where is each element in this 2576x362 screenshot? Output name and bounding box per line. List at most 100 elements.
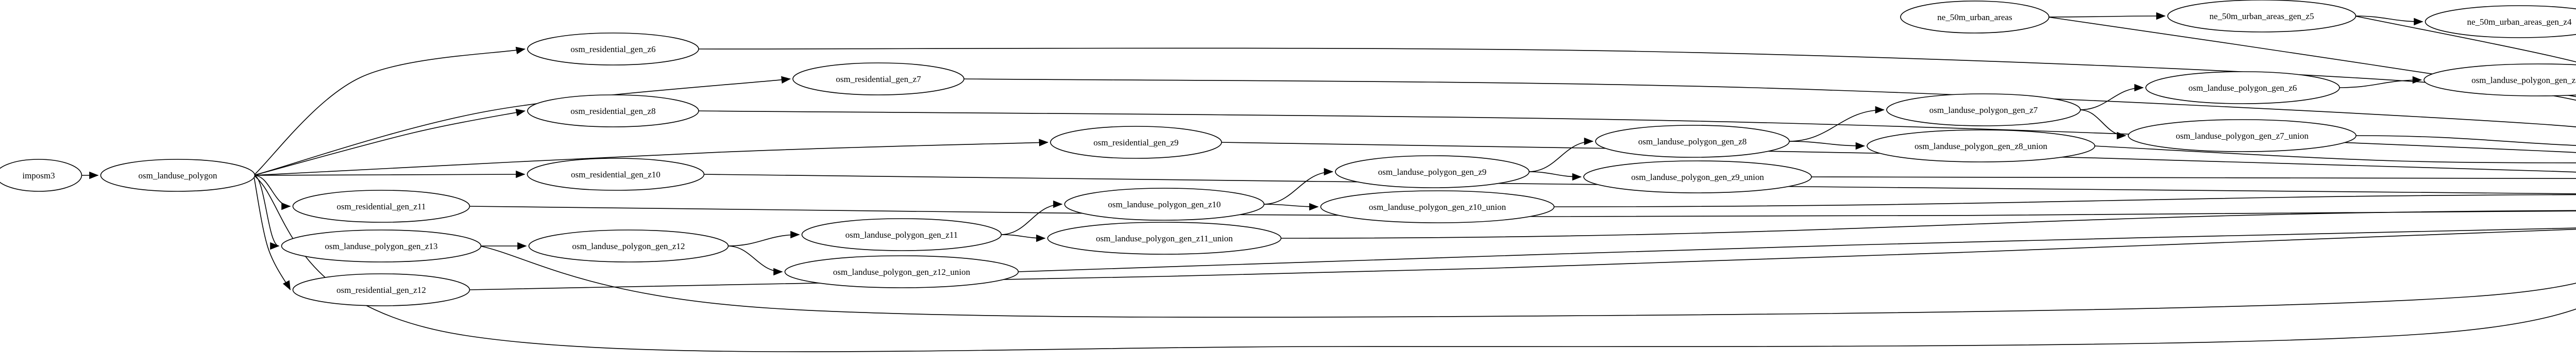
edge-gen_z11-gen_z10: [1000, 200, 1063, 235]
node-res_z7-label: osm_residential_gen_z7: [836, 74, 921, 84]
nodes-layer: imposm3 osm_landuse_polygon osm_residentia…: [0, 0, 2576, 306]
node-ne_z4: ne_50m_urban_areas_gen_z4: [2425, 5, 2576, 38]
edge-landuse-res_z12: [253, 175, 291, 290]
edge-landuse-row-z14+: [253, 175, 2576, 352]
node-union_z11-shape: [1047, 222, 1282, 255]
node-res_z12-label: osm_residential_gen_z12: [336, 285, 426, 295]
edge-ne_z5-row-z5: [2354, 15, 2576, 62]
node-landuse: osm_landuse_polygon: [100, 159, 256, 192]
node-gen_z11-shape: [801, 218, 1002, 251]
node-gen_z9-shape: [1335, 155, 1530, 188]
node-gen_z12: osm_landuse_polygon_gen_z12: [528, 229, 729, 262]
node-union_z12: osm_landuse_polygon_gen_z12_union: [784, 255, 1019, 288]
edge-gen_z7-union_z7: [2079, 109, 2126, 140]
edge-gen_z9-union_z9: [1528, 171, 1582, 181]
node-gen_z10: osm_landuse_polygon_gen_z10: [1064, 188, 1265, 221]
edge-landuse-gen_z13: [253, 175, 280, 250]
edge-landuse-res_z11: [253, 175, 291, 210]
edge-union_z10-row-z10: [1553, 194, 2576, 207]
node-union_z6-shape: [2424, 63, 2576, 96]
node-res_z10-shape: [527, 158, 705, 191]
node-union_z7: osm_landuse_polygon_gen_z7_union: [2128, 119, 2357, 152]
node-gen_z11: osm_landuse_polygon_gen_z11: [801, 218, 1002, 251]
node-union_z10-shape: [1320, 190, 1555, 223]
node-ne_z5: ne_50m_urban_areas_gen_z5: [2167, 0, 2357, 32]
node-union_z10: osm_landuse_polygon_gen_z10_union: [1320, 190, 1555, 223]
node-imposm3: imposm3: [0, 159, 82, 192]
node-gen_z13-label: osm_landuse_polygon_gen_z13: [325, 241, 437, 251]
node-union_z8-shape: [1867, 129, 2095, 162]
node-union_z7-label: osm_landuse_polygon_gen_z7_union: [2176, 131, 2309, 141]
edge-gen_z9-gen_z8: [1528, 137, 1594, 172]
node-res_z7: osm_residential_gen_z7: [792, 62, 964, 95]
node-res_z10: osm_residential_gen_z10: [527, 158, 705, 191]
node-res_z8-label: osm_residential_gen_z8: [570, 106, 655, 116]
node-res_z9: osm_residential_gen_z9: [1050, 126, 1222, 159]
node-res_z8: osm_residential_gen_z8: [527, 94, 699, 127]
node-gen_z12-label: osm_landuse_polygon_gen_z12: [572, 241, 685, 251]
node-ne_z4-shape: [2425, 5, 2576, 38]
edge-gen_z12-union_z12: [727, 245, 783, 276]
node-ne_areas: ne_50m_urban_areas: [1900, 1, 2049, 34]
edge-landuse-res_z7: [253, 76, 791, 176]
node-gen_z7-label: osm_landuse_polygon_gen_z7: [1929, 105, 2038, 115]
node-union_z6-label: osm_landuse_polygon_gen_z6_union: [2471, 75, 2576, 85]
node-gen_z11-label: osm_landuse_polygon_gen_z11: [845, 230, 958, 240]
edge-res_z9-row-z9: [1220, 142, 2576, 173]
node-ne_z4-label: ne_50m_urban_areas_gen_z4: [2467, 17, 2572, 27]
node-gen_z12-shape: [528, 229, 729, 262]
node-gen_z8: osm_landuse_polygon_gen_z8: [1595, 125, 1790, 158]
node-union_z9-shape: [1583, 160, 1812, 193]
edge-landuse-res_z10: [253, 170, 526, 178]
node-res_z7-shape: [792, 62, 964, 95]
node-res_z9-label: osm_residential_gen_z9: [1093, 138, 1178, 147]
edge-union_z12-row-z12: [1017, 227, 2576, 272]
edge-gen_z12-gen_z11: [727, 231, 800, 246]
node-gen_z10-shape: [1064, 188, 1265, 221]
node-union_z9: osm_landuse_polygon_gen_z9_union: [1583, 160, 1812, 193]
node-gen_z8-shape: [1595, 125, 1790, 158]
node-gen_z6-label: osm_landuse_polygon_gen_z6: [2189, 83, 2297, 93]
node-union_z6: osm_landuse_polygon_gen_z6_union: [2424, 63, 2576, 96]
node-union_z8-label: osm_landuse_polygon_gen_z8_union: [1914, 141, 2047, 151]
node-union_z7-shape: [2128, 119, 2357, 152]
edge-union_z9-row-z9: [1810, 176, 2576, 179]
node-gen_z13: osm_landuse_polygon_gen_z13: [281, 229, 482, 262]
edge-res_z11-row-z11: [468, 206, 2576, 217]
node-res_z6: osm_residential_gen_z6: [527, 32, 699, 65]
node-res_z12: osm_residential_gen_z12: [292, 273, 470, 306]
edge-res_z12-row-z12: [468, 228, 2576, 290]
node-gen_z7-shape: [1886, 93, 2081, 126]
node-res_z11-label: osm_residential_gen_z11: [336, 202, 426, 211]
node-ne_z5-shape: [2167, 0, 2357, 32]
edge-union_z7-row-z7: [2354, 135, 2576, 146]
node-gen_z8-label: osm_landuse_polygon_gen_z8: [1638, 137, 1747, 146]
edge-gen_z7-gen_z6: [2079, 84, 2144, 110]
node-res_z12-shape: [292, 273, 470, 306]
node-union_z11-label: osm_landuse_polygon_gen_z11_union: [1096, 234, 1233, 243]
node-union_z12-label: osm_landuse_polygon_gen_z12_union: [833, 267, 971, 277]
node-gen_z6: osm_landuse_polygon_gen_z6: [2145, 71, 2340, 104]
edge-gen_z13-row-z13: [480, 245, 2576, 318]
edge-gen_z6-union_z6: [2338, 76, 2422, 88]
node-res_z6-label: osm_residential_gen_z6: [570, 44, 655, 54]
node-gen_z9-label: osm_landuse_polygon_gen_z9: [1378, 167, 1487, 177]
node-gen_z13-shape: [281, 229, 482, 262]
node-gen_z10-label: osm_landuse_polygon_gen_z10: [1108, 200, 1221, 209]
edge-gen_z8-union_z8: [1788, 141, 1865, 150]
node-ne_areas-label: ne_50m_urban_areas: [1937, 12, 2012, 22]
edge-landuse-res_z8: [253, 109, 526, 176]
edge-union_z8-row-z8: [2093, 145, 2576, 163]
edge-gen_z10-gen_z9: [1263, 168, 1333, 205]
node-res_z9-shape: [1050, 126, 1222, 159]
edge-ne_areas-ne_z5: [2047, 12, 2166, 20]
node-res_z6-shape: [527, 32, 699, 65]
node-gen_z7: osm_landuse_polygon_gen_z7: [1886, 93, 2081, 126]
node-union_z10-label: osm_landuse_polygon_gen_z10_union: [1369, 202, 1506, 212]
node-landuse-shape: [100, 159, 256, 192]
node-gen_z6-shape: [2145, 71, 2340, 104]
node-imposm3-shape: [0, 159, 82, 192]
node-landuse-label: osm_landuse_polygon: [139, 171, 217, 180]
